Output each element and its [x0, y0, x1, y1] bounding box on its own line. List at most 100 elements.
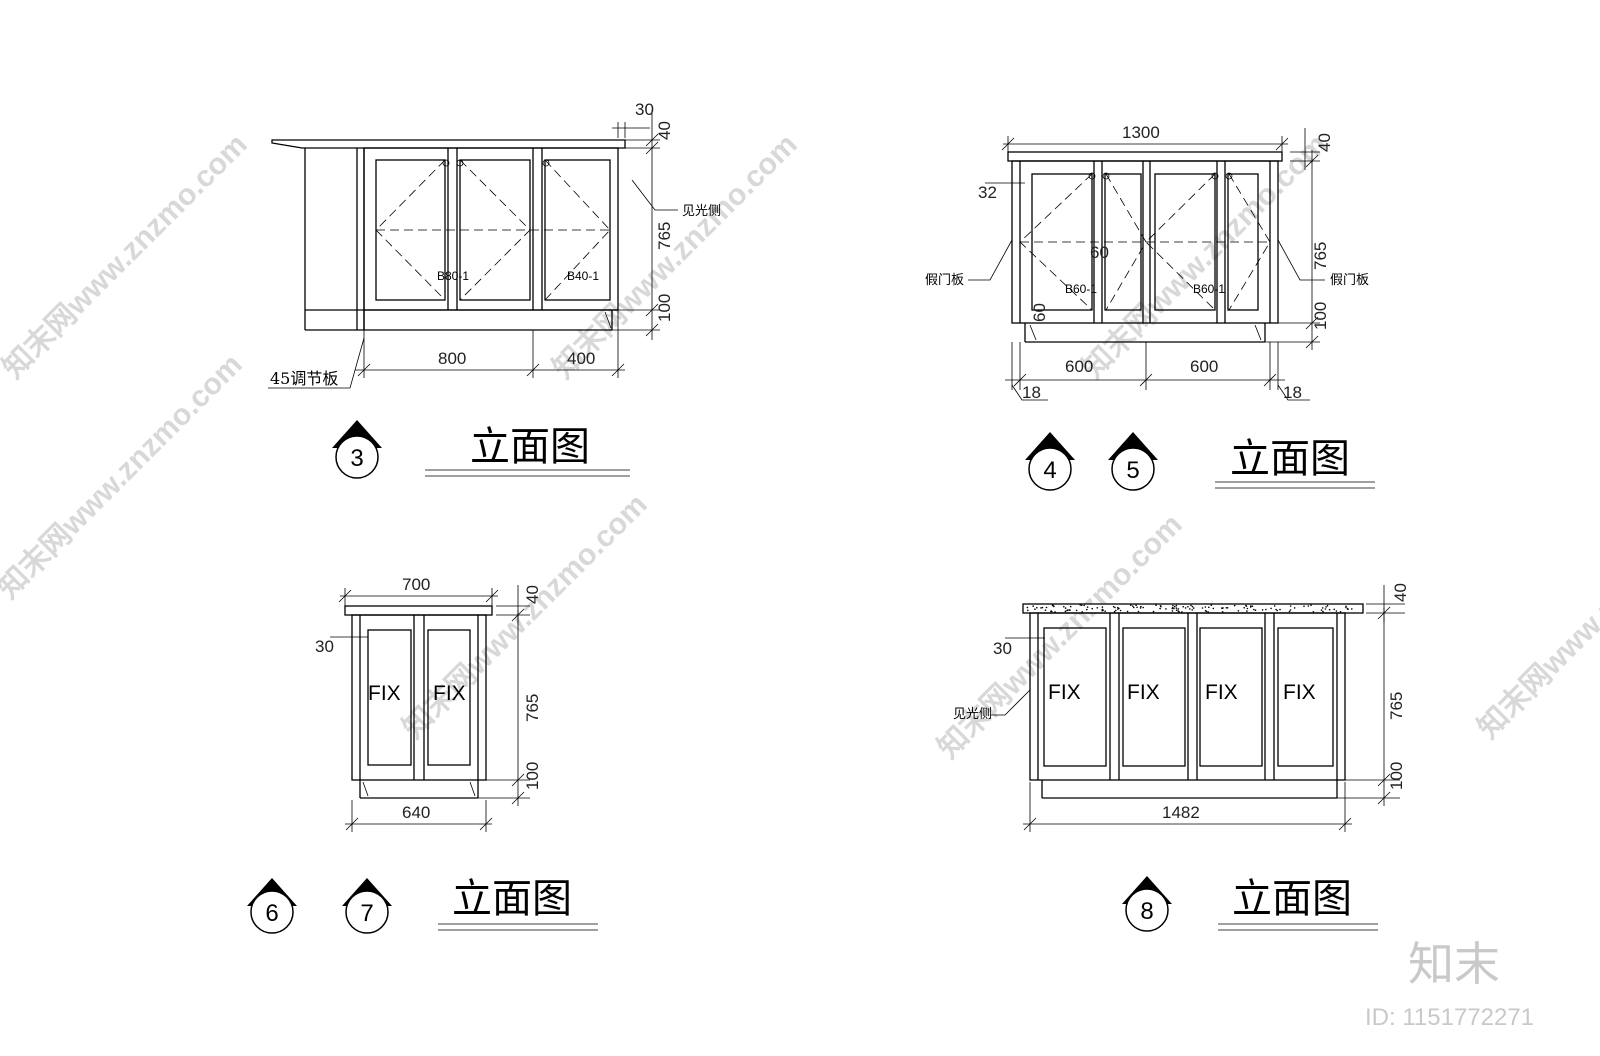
speckle-dot	[1178, 611, 1180, 613]
brand-id: ID: 1151772271	[1365, 1004, 1534, 1031]
speckle-dot	[1347, 608, 1349, 611]
speckle-dot	[1273, 605, 1276, 607]
speckle-dot	[1251, 605, 1254, 607]
dimension: 40	[1391, 583, 1410, 602]
speckle-dot	[1320, 609, 1323, 611]
speckle-dot	[1155, 604, 1157, 606]
fix-label: FIX	[1283, 681, 1316, 704]
cabinet-body	[1011, 160, 1279, 324]
dimension: 1300	[1122, 123, 1160, 142]
speckle-dot	[1050, 610, 1052, 612]
dimension: 40	[1315, 133, 1334, 152]
speckle-dot	[1177, 608, 1180, 610]
speckle-dot	[1069, 605, 1072, 608]
speckle-dot	[1225, 607, 1228, 609]
watermark: 知末网www.znzmo.com	[0, 348, 249, 605]
view-title: 立面图	[1232, 876, 1352, 922]
speckle-dot	[1101, 606, 1104, 608]
svg-text:7: 7	[360, 900, 373, 927]
speckle-dot	[1091, 607, 1093, 610]
speckle-dot	[1026, 606, 1029, 609]
section-marker: 3	[332, 420, 382, 479]
speckle-dot	[1328, 608, 1331, 611]
cabinet-body	[351, 614, 487, 781]
speckle-dot	[1279, 608, 1281, 611]
dimension: 30	[635, 100, 654, 119]
speckle-dot	[1321, 607, 1324, 609]
speckle-dot	[1032, 605, 1034, 607]
speckle-dot	[1208, 606, 1210, 609]
fix-label: FIX	[433, 682, 466, 705]
dimension: 765	[1311, 242, 1330, 270]
speckle-dot	[1139, 607, 1142, 609]
view-title: 立面图	[452, 876, 572, 922]
speckle-dot	[1036, 606, 1038, 609]
speckle-dot	[1132, 606, 1135, 609]
speckle-dot	[1270, 607, 1272, 610]
speckle-dot	[1189, 608, 1191, 610]
speckle-dot	[1132, 605, 1134, 607]
speckle-dot	[1254, 609, 1257, 611]
countertop	[271, 139, 626, 149]
dimension: 32	[978, 183, 997, 202]
door-label: B80-1	[437, 269, 469, 283]
speckle-dot	[1064, 607, 1067, 609]
speckle-dot	[1345, 606, 1347, 609]
speckle-dot	[1246, 610, 1248, 612]
dimension: 765	[655, 222, 674, 250]
speckle-dot	[1086, 606, 1089, 608]
dimension: 100	[1387, 762, 1406, 790]
section-marker: 4	[1025, 432, 1075, 491]
speckle-dot	[1130, 604, 1132, 606]
speckle-dot	[1289, 605, 1292, 607]
door-label: B60-1	[1065, 282, 1097, 296]
speckle-dot	[1333, 608, 1335, 611]
dimension: 30	[993, 639, 1012, 658]
speckle-dot	[1243, 606, 1245, 609]
dimension: 30	[315, 637, 334, 656]
speckle-dot	[1119, 609, 1122, 612]
speckle-dot	[1041, 606, 1044, 609]
speckle-dot	[1335, 610, 1338, 612]
elevation-view-8: FIX FIX FIX FIX 40 30 765 100 见光侧	[953, 583, 1410, 932]
speckle-dot	[1293, 607, 1296, 609]
brand-logo: 知末 ID: 1151772271	[1365, 937, 1534, 1031]
speckle-dot	[1207, 611, 1209, 613]
countertop	[344, 605, 493, 616]
dimension: 700	[402, 575, 430, 594]
speckle-dot	[1192, 607, 1195, 609]
speckle-dot	[1075, 609, 1078, 612]
speckle-dot	[1307, 605, 1310, 607]
speckle-dot	[1205, 610, 1208, 613]
speckle-dot	[1067, 609, 1069, 611]
speckle-dot	[1160, 605, 1162, 608]
elevation-view-3: B80-1 B40-1 40 765 100 30 见光侧 800 400	[268, 100, 721, 479]
speckle-dot	[1289, 609, 1292, 611]
speckle-dot	[1175, 604, 1178, 607]
view-title: 立面图	[470, 424, 590, 470]
note: 假门板	[925, 273, 964, 288]
speckle-dot	[1040, 607, 1042, 609]
speckle-dot	[1086, 608, 1088, 611]
dimension: 100	[1311, 302, 1330, 330]
speckle-dot	[1117, 608, 1119, 610]
fix-label: FIX	[1205, 681, 1238, 704]
elevation-view-6-7: FIX FIX 700 40 30 765 100	[247, 575, 598, 934]
speckle-dot	[1237, 610, 1240, 612]
svg-text:8: 8	[1140, 898, 1153, 925]
speckle-dot	[1080, 604, 1083, 607]
watermark: 知末网www.znzmo.com	[1472, 488, 1600, 745]
svg-text:4: 4	[1043, 457, 1056, 484]
watermark-layer: 知末网www.znzmo.com 知末网www.znzmo.com 知末网www…	[0, 128, 1600, 765]
speckle-dot	[1184, 607, 1187, 609]
speckle-dot	[1210, 604, 1213, 606]
watermark: 知末网www.znzmo.com	[932, 508, 1189, 765]
speckle-dot	[1172, 604, 1174, 607]
stone-countertop	[1022, 603, 1364, 614]
speckle-dot	[1117, 606, 1119, 609]
dimension: 600	[1065, 357, 1093, 376]
speckle-dot	[1288, 610, 1291, 613]
speckle-dot	[1152, 610, 1155, 613]
speckle-dot	[1204, 606, 1207, 608]
